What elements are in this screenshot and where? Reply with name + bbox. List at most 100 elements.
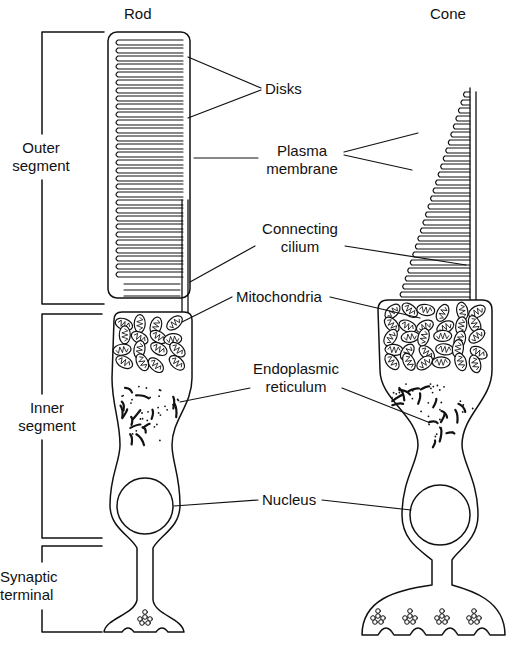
ribosome-dot <box>122 395 124 397</box>
ribosome-dot <box>130 402 132 404</box>
ribosome-dot <box>146 387 148 389</box>
synaptic-vesicle <box>373 620 378 625</box>
cone-disk <box>448 140 470 145</box>
rod-disk <box>116 240 183 245</box>
illustration-part <box>149 359 162 372</box>
illustration-part <box>434 330 452 342</box>
illustration-part <box>146 355 167 375</box>
synaptic-vesicle <box>475 620 480 625</box>
ribosome-dot <box>462 411 464 413</box>
er-tubule <box>136 434 144 445</box>
ribosome-dot <box>172 404 174 406</box>
rod-disk <box>116 224 183 229</box>
er-tubule <box>455 410 457 423</box>
ribosome-dot <box>430 388 432 390</box>
synaptic-vesicle <box>472 609 477 614</box>
cone-disk <box>458 108 470 113</box>
segment-brackets <box>42 32 104 632</box>
synaptic-vesicle <box>472 614 477 619</box>
cone-disk <box>400 292 470 297</box>
ribosome-dot <box>160 414 162 416</box>
ribosome-dot <box>121 395 123 397</box>
cone-disk <box>451 132 470 137</box>
illustration-part <box>437 306 448 319</box>
rod-disk <box>116 216 183 221</box>
part-label: Disks <box>265 80 302 98</box>
mitochondrion <box>434 302 452 323</box>
er-tubule <box>441 414 445 422</box>
ribosome-dot <box>412 390 414 392</box>
rod-disk <box>116 160 183 165</box>
ribosome-dot <box>135 430 137 432</box>
synaptic-vesicle <box>143 610 148 615</box>
synaptic-vesicle <box>469 620 474 625</box>
ribosome-dot <box>149 397 151 399</box>
illustration-part <box>152 331 165 342</box>
cone-disk <box>431 196 470 201</box>
illustration-part <box>466 326 487 346</box>
ribosome-dot <box>420 411 422 413</box>
er-tubule <box>408 388 419 391</box>
part-label: Connecting cilium <box>250 220 350 256</box>
synaptic-vesicle <box>437 620 442 625</box>
rod-disk <box>116 136 183 141</box>
mitochondrion <box>416 303 435 317</box>
rod-disk <box>116 48 183 53</box>
cone-disk <box>418 236 470 241</box>
er-tubule <box>433 399 436 408</box>
cone-disk <box>446 148 470 153</box>
ribosome-dot <box>460 400 462 402</box>
leader-lines <box>174 57 466 510</box>
rod-disk <box>116 232 183 237</box>
ribosome-dot <box>439 389 441 391</box>
er-tubule <box>130 434 132 444</box>
mitochondrion <box>114 353 135 371</box>
ribosome-dot <box>158 395 160 397</box>
er-tubule <box>399 388 404 400</box>
rod-disk <box>116 152 183 157</box>
rod-disk <box>116 64 183 69</box>
organelles <box>112 300 489 625</box>
ribosome-dot <box>159 440 161 442</box>
ribosome-dot <box>452 431 454 433</box>
rod-disk <box>116 120 183 125</box>
illustration-part <box>416 303 435 317</box>
ribosome-dot <box>430 421 432 423</box>
illustration-part <box>453 352 469 372</box>
illustration-part <box>467 354 482 374</box>
er-tubule <box>136 395 149 398</box>
mitochondrion <box>382 351 402 372</box>
er-tubule <box>143 427 146 432</box>
er-tubule <box>173 397 174 409</box>
ribosome-dot <box>439 427 441 429</box>
cone-disk <box>456 116 470 121</box>
illustration-part <box>385 331 397 344</box>
synaptic-vesicle <box>408 609 413 614</box>
rod-disk <box>116 184 183 189</box>
illustration-part <box>438 346 451 353</box>
part-label: Synaptic terminal <box>0 568 72 604</box>
er-tubule <box>421 386 429 389</box>
ribosome-dot <box>141 412 143 414</box>
er-tubule <box>392 395 402 401</box>
illustration-part <box>386 355 398 368</box>
illustration-part <box>168 317 181 329</box>
illustration-part <box>435 359 447 365</box>
illustration-part <box>401 321 414 331</box>
mitochondrion <box>119 326 130 344</box>
ribosome-dot <box>178 400 180 402</box>
ribosome-dot <box>428 415 430 417</box>
ribosome-dot <box>432 386 434 388</box>
ribosome-dot <box>439 409 441 411</box>
cone-disk <box>408 268 470 273</box>
ribosome-dot <box>405 383 407 385</box>
ribosome-dot <box>436 433 438 435</box>
rod-cell <box>104 32 192 632</box>
illustration-part <box>458 305 466 318</box>
cone-disk <box>443 156 470 161</box>
illustration-part <box>112 343 131 356</box>
illustration-part <box>471 357 480 370</box>
illustration-part <box>401 330 420 343</box>
ribosome-dot <box>156 424 158 426</box>
